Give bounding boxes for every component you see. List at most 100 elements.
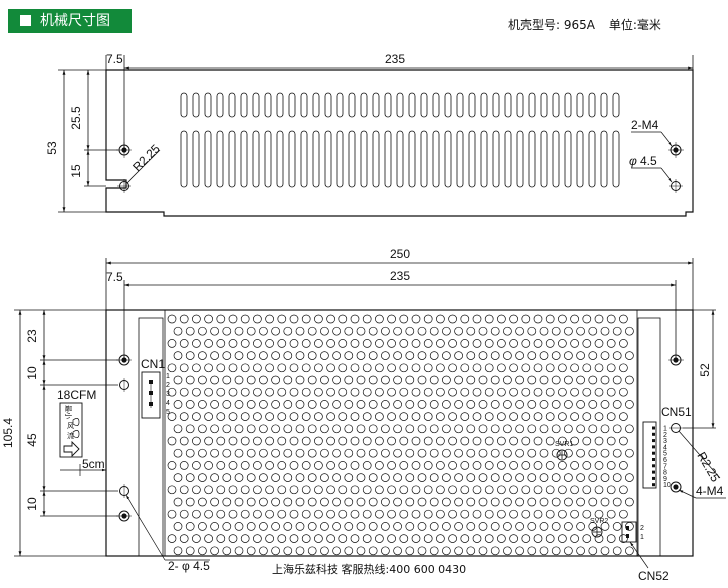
perforation-hole (204, 509, 213, 519)
perforation-hole (588, 424, 598, 434)
vent-slot (444, 92, 452, 118)
perforation-hole (198, 448, 207, 458)
perforation-hole (466, 375, 476, 385)
perforation-hole (234, 424, 244, 434)
perforation-hole (198, 424, 207, 434)
cn51-terminal-marks (652, 426, 655, 487)
cn51-terminal (652, 483, 655, 487)
perforation-hole (521, 509, 531, 519)
vent-slot (396, 130, 404, 188)
perforation-hole (228, 412, 238, 421)
vent-slot (408, 92, 416, 118)
dim-15: 15 (69, 164, 83, 178)
perforation-hole (399, 363, 409, 373)
perforation-hole (179, 485, 189, 495)
mount-hole-top-right (668, 142, 684, 158)
perforation-hole (240, 485, 250, 495)
perforation-hole (509, 314, 518, 324)
perforation-hole (265, 485, 274, 495)
perforation-hole (246, 546, 256, 556)
perforation-hole (484, 461, 494, 470)
perforation-holes (167, 314, 634, 556)
perforation-hole (338, 534, 348, 543)
cn51-pin-number: 8 (663, 470, 667, 477)
perforation-hole (497, 461, 506, 470)
perforation-hole (393, 424, 402, 434)
perforation-hole (405, 473, 415, 482)
vent-slot (312, 92, 320, 118)
perforation-hole (460, 363, 470, 373)
perforation-hole (411, 485, 421, 495)
perforation-hole (338, 509, 348, 519)
perforation-hole (612, 351, 622, 360)
perforation-hole (375, 461, 384, 470)
perforation-hole (625, 546, 634, 556)
perforation-hole (338, 436, 348, 446)
perforation-hole (436, 363, 445, 373)
perforation-hole (362, 363, 372, 373)
vent-slot (396, 92, 404, 118)
perforation-hole (192, 509, 201, 519)
perforation-hole (185, 522, 195, 531)
perforation-hole (338, 485, 348, 495)
perforation-hole (216, 387, 226, 397)
perforation-hole (234, 497, 244, 507)
vent-slot (384, 130, 392, 188)
cn51-terminal (652, 476, 655, 480)
vent-slot (192, 92, 200, 118)
cn51-label: CN51 (661, 405, 692, 419)
perforation-hole (344, 375, 354, 385)
perforation-hole (576, 400, 585, 409)
perforation-hole (167, 461, 177, 470)
perforation-hole (320, 546, 329, 556)
perforation-hole (265, 387, 274, 397)
perforation-hole (460, 436, 470, 446)
perforation-hole (185, 448, 195, 458)
perforation-hole (204, 436, 213, 446)
perforation-hole (344, 473, 354, 482)
perforation-hole (246, 400, 256, 409)
vent-slot (240, 92, 248, 118)
perforation-hole (179, 461, 189, 470)
perforation-hole (594, 509, 604, 519)
perforation-hole (490, 351, 500, 360)
perforation-hole (484, 534, 494, 543)
perforation-hole (271, 522, 280, 531)
perforation-hole (222, 424, 232, 434)
perforation-hole (582, 436, 592, 446)
perforation-hole (338, 314, 348, 324)
perforation-hole (582, 314, 592, 324)
mount-hole-bottom-4 (116, 510, 132, 522)
vent-slot (516, 130, 524, 188)
perforation-hole (399, 534, 409, 543)
perforation-hole (253, 485, 262, 495)
perforation-hole (393, 473, 402, 482)
perforation-hole (570, 509, 579, 519)
perforation-hole (558, 387, 567, 397)
perforation-hole (612, 473, 622, 482)
perforation-hole (448, 534, 457, 543)
perforation-hole (588, 522, 598, 531)
vent-slot (612, 130, 620, 188)
perforation-hole (539, 400, 549, 409)
perforation-hole (185, 375, 195, 385)
square-icon (20, 14, 31, 26)
vent-slot (360, 92, 368, 118)
perforation-hole (551, 424, 561, 434)
perforation-hole (356, 375, 366, 385)
perforation-hole (448, 339, 457, 348)
vent-slot (228, 92, 236, 118)
perforation-hole (228, 339, 238, 348)
perforation-hole (301, 534, 311, 543)
perforation-hole (350, 314, 360, 324)
vent-slot (204, 92, 212, 118)
perforation-hole (271, 473, 280, 482)
perforation-hole (295, 326, 305, 336)
perforation-hole (277, 485, 287, 495)
perforation-hole (228, 363, 238, 373)
perforation-hole (625, 448, 634, 458)
dim-52: 52 (698, 363, 712, 377)
perforation-hole (497, 363, 506, 373)
perforation-hole (509, 485, 518, 495)
perforation-hole (472, 412, 482, 421)
